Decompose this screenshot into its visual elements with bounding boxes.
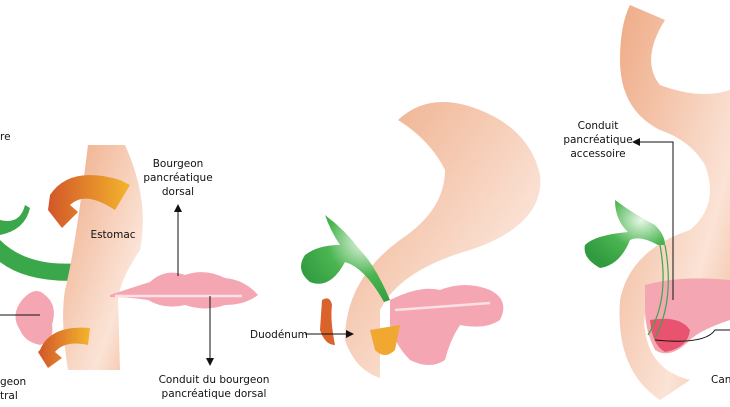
stomach-tube: [63, 145, 143, 370]
dorsal-pancreatic-bud: [110, 272, 258, 309]
label-duodenum: Duodénum: [250, 329, 308, 341]
gallbladder-right: [584, 200, 665, 268]
ventral-bud-yellow: [370, 325, 400, 355]
panel-2: Duodénum: [250, 102, 541, 378]
green-ducts-left: [0, 205, 90, 281]
ventral-bud: [15, 291, 54, 345]
accessory-duct-arrow: [636, 141, 674, 300]
label-right-bottom-partial: Can: [711, 374, 730, 386]
label-estomac: Estomac: [90, 229, 135, 241]
rotation-arrow-top: [48, 175, 130, 228]
label-left-top-partial: re: [0, 131, 11, 143]
gallbladder-mid: [301, 215, 390, 302]
pancreas-mid: [390, 285, 504, 365]
duodenal-bud-orange: [320, 298, 335, 345]
main-duct-pointer: [654, 329, 730, 342]
rotation-arrow-bottom: [38, 327, 90, 368]
stomach-curved: [345, 102, 541, 378]
